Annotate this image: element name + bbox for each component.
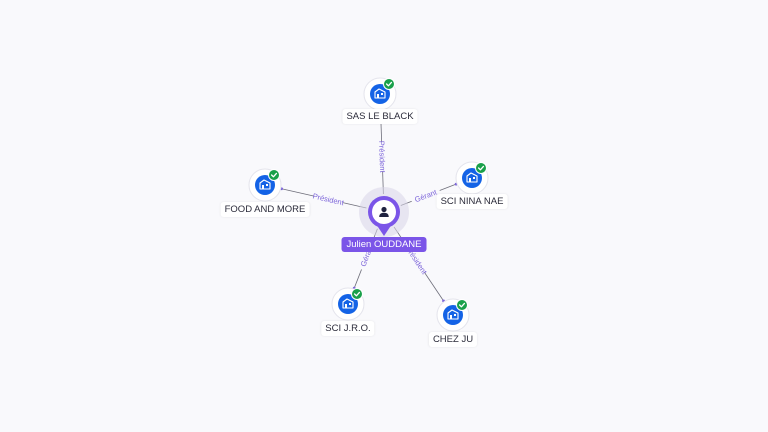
verified-check-icon — [456, 299, 468, 311]
company-label-sas-le-black[interactable]: SAS LE BLACK — [342, 109, 418, 124]
company-node-fill — [462, 168, 482, 188]
center-person-node[interactable] — [359, 187, 409, 237]
building-icon — [447, 309, 459, 320]
company-label-sci-nina-nae[interactable]: SCI NINA NAE — [436, 194, 508, 209]
company-node-fill — [255, 175, 275, 195]
edge-relation-label: Gérant — [413, 187, 438, 204]
verified-check-icon — [268, 169, 280, 181]
edge-label-bg — [312, 191, 344, 207]
verified-check-icon — [475, 162, 487, 174]
building-icon — [374, 88, 386, 99]
company-node-fill — [443, 305, 463, 325]
edge-label-bg — [377, 141, 388, 172]
company-node-chez-ju[interactable] — [436, 298, 470, 332]
edge-label-bg — [409, 185, 442, 206]
company-node-food-and-more[interactable] — [248, 168, 282, 202]
company-label-sci-jro[interactable]: SCI J.R.O. — [321, 321, 375, 336]
company-node-sci-nina-nae[interactable] — [455, 161, 489, 195]
company-label-chez-ju[interactable]: CHEZ JU — [428, 332, 478, 347]
verified-check-icon — [383, 78, 395, 90]
company-node-fill — [338, 294, 358, 314]
company-node-sas-le-black[interactable] — [363, 77, 397, 111]
building-icon — [259, 179, 271, 190]
center-person-label[interactable]: Julien OUDDANE — [341, 237, 427, 252]
building-icon — [342, 298, 354, 309]
edge-relation-label: Président — [377, 141, 387, 174]
company-label-food-and-more[interactable]: FOOD AND MORE — [220, 202, 310, 217]
verified-check-icon — [351, 288, 363, 300]
edge-label-bg — [404, 244, 429, 275]
person-icon — [379, 206, 389, 217]
company-node-sci-jro[interactable] — [331, 287, 365, 321]
edge-relation-label: Président — [312, 191, 346, 207]
company-node-fill — [370, 84, 390, 104]
edge-sas-le-black: Président — [377, 109, 388, 195]
building-icon — [466, 172, 478, 183]
